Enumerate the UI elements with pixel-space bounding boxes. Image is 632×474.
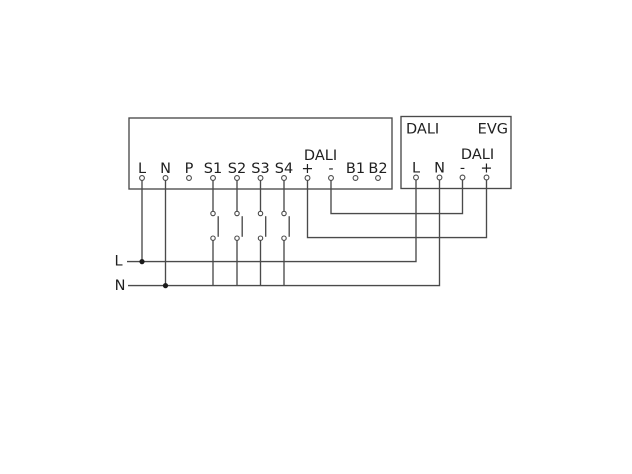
sensor-box-terminal-S2	[234, 175, 240, 181]
sensor-box-group-label-0: DALI	[304, 148, 337, 164]
sensor-box-terminal-label-P: P	[185, 161, 194, 177]
sensor-box-terminal-+	[304, 175, 311, 181]
sensor-box-terminal-P	[186, 175, 192, 181]
junction-n	[162, 283, 169, 289]
sensor-box-terminal-B1	[352, 175, 359, 181]
pushbutton-s2-top-contact	[234, 210, 240, 217]
evg-box-terminal-label-L: L	[412, 161, 420, 177]
sensor-box-terminal-label-N: N	[160, 161, 171, 177]
sensor-box-terminal-label--: -	[328, 161, 333, 177]
pushbutton-s3-top-contact	[257, 210, 264, 217]
wire-n-feed	[128, 180, 441, 287]
pushbutton-s4-bottom-contact	[281, 235, 287, 241]
sensor-box-terminal-label-S3: S3	[251, 161, 269, 177]
sensor-box-terminal-label-S2: S2	[228, 161, 246, 177]
pushbutton-s3-bottom-contact	[257, 235, 264, 241]
evg-box-terminal-+	[483, 174, 490, 181]
sensor-box-terminal-label-+: +	[301, 161, 313, 177]
evg-box-terminal-N	[436, 174, 443, 181]
sensor-box-terminal-label-B2: B2	[368, 161, 387, 177]
mains-n-label: N	[115, 278, 126, 294]
sensor-box-terminal-B2	[375, 175, 381, 181]
pushbutton-s4-top-contact	[281, 210, 287, 217]
mains-l-label: L	[114, 254, 122, 270]
evg-box-terminal-label-+: +	[480, 161, 492, 177]
sensor-box-terminal-label-L: L	[138, 161, 146, 177]
sensor-box-terminal-label-S1: S1	[204, 161, 222, 177]
sensor-box-terminal-L	[139, 175, 145, 181]
sensor-box-terminal-label-B1: B1	[346, 161, 365, 177]
wire-dali-minus	[330, 180, 464, 215]
evg-box	[400, 115, 512, 190]
pushbutton-s1-top-contact	[210, 210, 216, 217]
evg-box-title-evg: EVG	[478, 122, 508, 138]
sensor-box-terminal-label-S4: S4	[275, 161, 293, 177]
sensor-box-terminal-N	[162, 175, 169, 181]
junction-l	[139, 259, 145, 265]
evg-box-group-label-0: DALI	[461, 147, 494, 163]
sensor-box-terminal-S4	[281, 175, 287, 181]
evg-box-terminal-L	[413, 174, 419, 181]
evg-box-terminal--	[459, 174, 466, 181]
evg-box-terminal-label-N: N	[434, 161, 445, 177]
evg-box-title-dali: DALI	[406, 122, 439, 138]
pushbutton-s2-bottom-contact	[234, 235, 240, 241]
sensor-box-terminal--	[328, 175, 334, 181]
sensor-box-terminal-S1	[210, 175, 216, 181]
wire-l-feed	[127, 180, 417, 263]
sensor-box-terminal-S3	[257, 175, 264, 181]
wire-dali-plus	[306, 180, 488, 239]
pushbutton-s1-bottom-contact	[210, 235, 216, 241]
evg-box-terminal-label--: -	[460, 161, 465, 177]
